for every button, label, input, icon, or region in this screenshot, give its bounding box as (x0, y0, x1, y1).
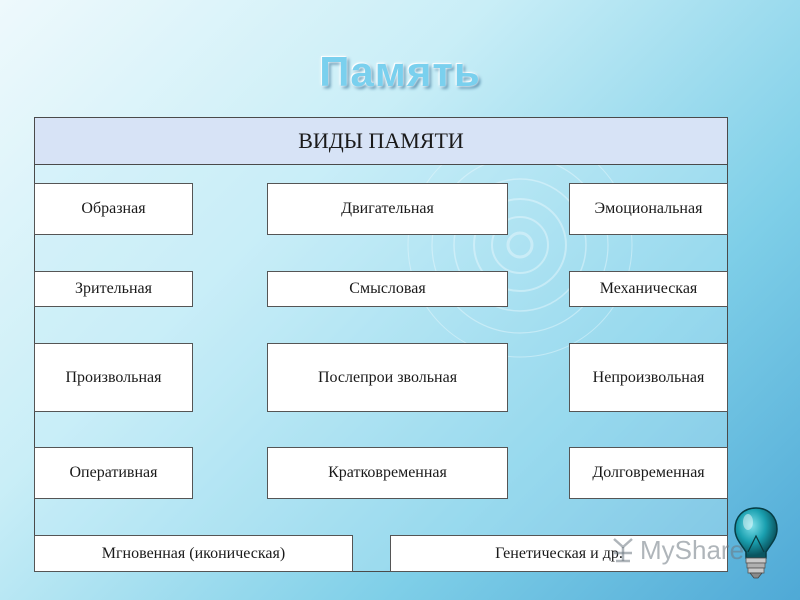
memory-type-cell: Эмоциональная (569, 183, 728, 235)
memory-type-cell: Кратковременная (267, 447, 508, 499)
lightbulb-icon (734, 507, 778, 579)
memory-type-cell: Оперативная (34, 447, 193, 499)
slide-title: Память (319, 48, 481, 95)
memory-type-cell: Двигательная (267, 183, 508, 235)
memory-type-cell: Произвольная (34, 343, 193, 412)
memory-type-cell: Генетическая и др. (390, 535, 728, 572)
memory-type-cell: Образная (34, 183, 193, 235)
table-header: ВИДЫ ПАМЯТИ (34, 117, 728, 165)
memory-type-cell: Смысловая (267, 271, 508, 307)
memory-type-cell: Механическая (569, 271, 728, 307)
memory-type-cell: Послепрои звольная (267, 343, 508, 412)
memory-type-cell: Мгновенная (иконическая) (34, 535, 353, 572)
memory-type-cell: Зрительная (34, 271, 193, 307)
memory-type-cell: Непроизвольная (569, 343, 728, 412)
memory-type-cell: Долговременная (569, 447, 728, 499)
watermark-logo-icon (613, 538, 633, 563)
